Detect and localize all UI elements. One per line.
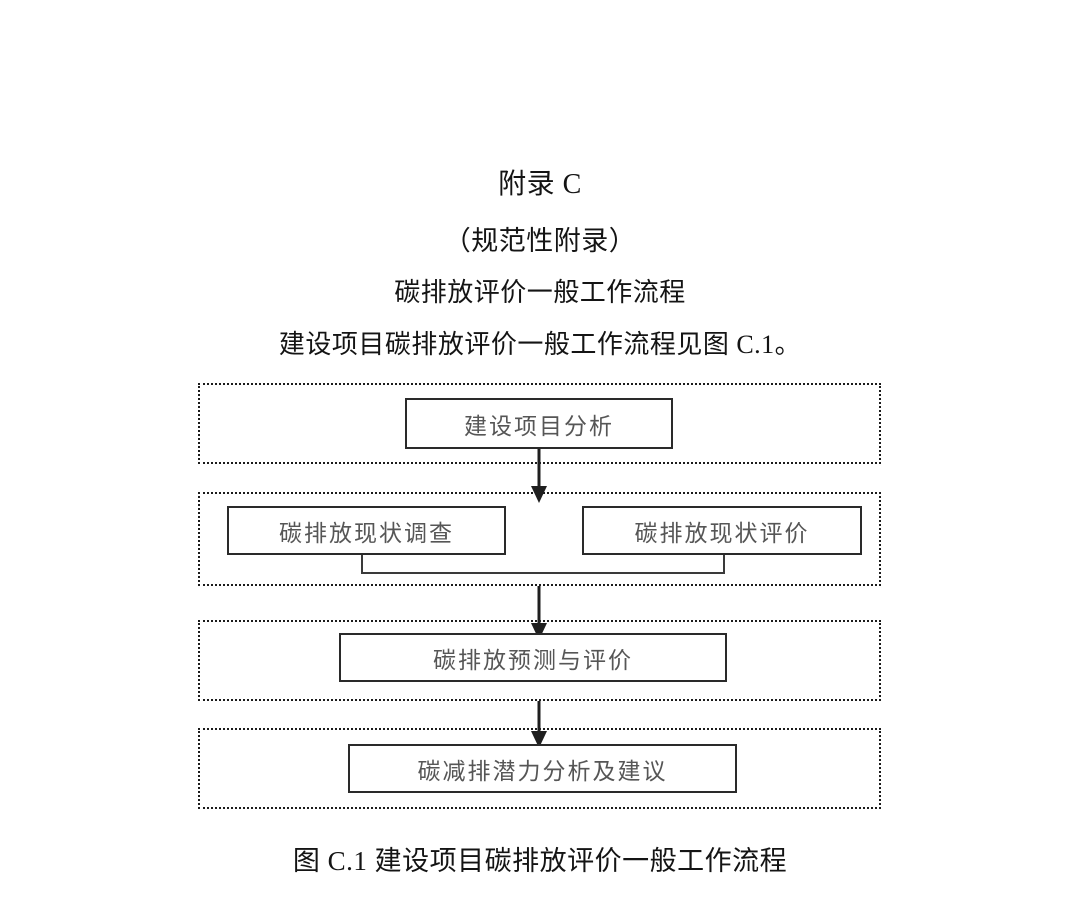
flow-node-forecast[interactable]: 碳排放预测与评价 (339, 633, 727, 682)
flow-node-analysis[interactable]: 建设项目分析 (405, 398, 673, 449)
subject-title: 碳排放评价一般工作流程 (394, 278, 686, 307)
figure-caption: 图 C.1 建设项目碳排放评价一般工作流程 (292, 846, 788, 876)
flow-node-current[interactable]: 碳排放现状评价 (582, 506, 862, 555)
flow-node-survey[interactable]: 碳排放现状调查 (227, 506, 506, 555)
flow-node-potential[interactable]: 碳减排潜力分析及建议 (348, 744, 737, 793)
lead-paragraph: 建设项目碳排放评价一般工作流程见图 C.1。 (278, 330, 802, 359)
appendix-title: 附录 C (498, 169, 582, 200)
normative-label: （规范性附录） (443, 226, 637, 256)
